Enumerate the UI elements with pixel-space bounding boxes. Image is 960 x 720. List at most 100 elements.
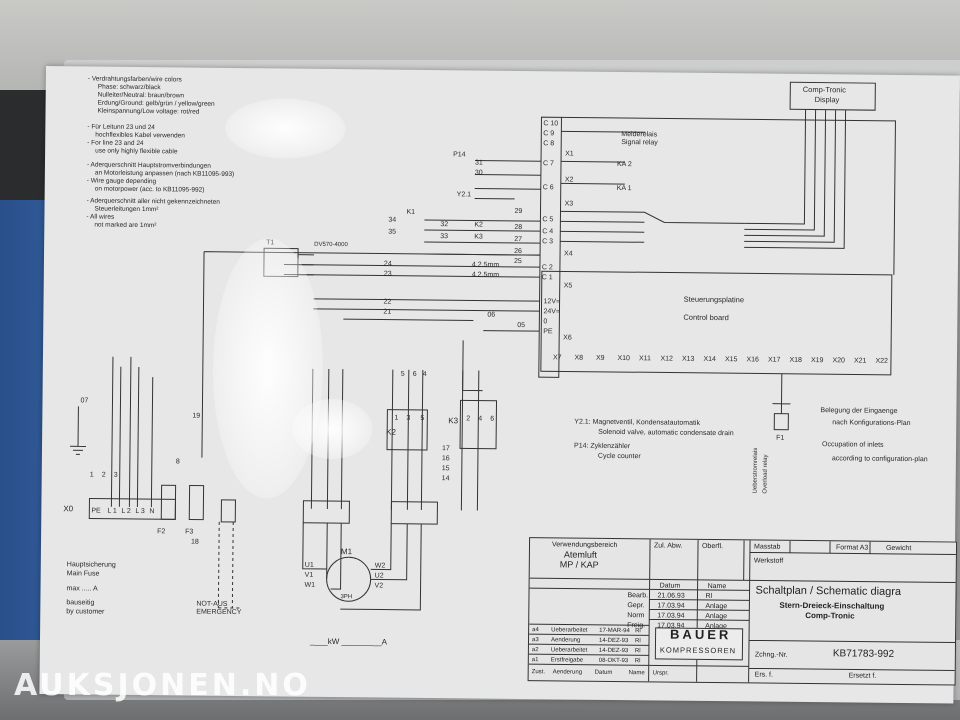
tb-rev-name: Rl	[634, 648, 641, 655]
tb-row-name: Anlage	[705, 602, 728, 611]
tb-row-label: Norm	[627, 612, 645, 620]
tb-subtitle: Stern-Dreieck-Einschaltung	[779, 600, 885, 611]
x0-terminal: L 2	[121, 507, 131, 515]
relay-label: Signal relay	[621, 139, 658, 147]
tb-gewicht: Gewicht	[885, 544, 912, 553]
tb-rev-name: Rl	[634, 658, 641, 665]
x0-terminal: N	[149, 508, 155, 516]
tb-use-value: Atemluft	[563, 549, 597, 560]
tb-name: Name	[707, 582, 727, 591]
tb-row-date: 21.06.93	[657, 592, 685, 600]
terminal-label: PE	[543, 328, 553, 336]
board-connector: X21	[853, 357, 867, 365]
motor-label: M1	[340, 547, 353, 557]
tb-row-date: 17.03.94	[657, 602, 685, 610]
wire-number: 34	[388, 216, 397, 224]
tb-rev-index: a1	[531, 657, 539, 664]
motor-mark: 3PH	[340, 594, 353, 601]
gauge-label: 4 2.5mm	[471, 271, 500, 279]
wiring-diagram	[70, 109, 896, 611]
terminal-label: C 5	[542, 216, 554, 224]
display-box: Comp-Tronic Display	[789, 81, 876, 111]
brand-bottom: KOMPRESSOREN	[659, 645, 737, 656]
x-label: X1	[565, 150, 574, 158]
power-wire-number: 5	[420, 414, 425, 422]
legend-text: Y2.1: Magnetventil, Kondensatautomatik	[574, 418, 701, 427]
x0-label: X0	[63, 504, 74, 514]
terminal-label: C 10	[543, 120, 559, 128]
tb-rev-footer: Aenderung	[552, 669, 583, 676]
board-connector: X10	[617, 355, 630, 363]
tb-rev-text: Erstfreigabe	[550, 657, 584, 664]
power-wire-number: 6	[490, 415, 495, 423]
legend-text: Occupation of inlets	[822, 441, 884, 449]
power-wire-number: 4	[422, 370, 427, 379]
terminal-label: C 8	[543, 140, 555, 148]
x-label: X4	[564, 250, 573, 258]
wire-number: 22	[383, 298, 392, 306]
board-connector: X12	[660, 355, 673, 363]
power-wire-number: 16	[441, 455, 450, 463]
schematic-sheet: - Verdrahtungsfarben/wire colors Phase: …	[39, 66, 960, 704]
wire-number: 21	[383, 308, 392, 316]
terminal-label: C 4	[542, 228, 554, 236]
k2-label: K2	[386, 427, 397, 437]
tb-rev-text: Aenderung	[550, 637, 581, 644]
tb-row-label: Bearb.	[627, 592, 649, 600]
board-connector: X17	[767, 356, 781, 364]
wire-number: 35	[388, 228, 397, 236]
board-title-en: Control board	[683, 312, 729, 323]
tb-rev-index: a3	[531, 637, 539, 644]
tb-format: Format A3	[835, 544, 869, 552]
terminal-label: C 3	[542, 238, 554, 246]
board-connector: X16	[746, 356, 759, 364]
tb-title: Schaltplan / Schematic diagra	[755, 584, 902, 598]
power-wire-number: 3	[406, 414, 411, 422]
terminal-label: C 2	[541, 264, 553, 272]
tb-rev-footer: Zust.	[531, 669, 546, 676]
kw-field: ____kW _________A	[309, 636, 387, 647]
wire-number: 06	[487, 311, 496, 319]
bauer-logo: BAUER KOMPRESSOREN	[654, 626, 744, 661]
k-label: K1	[406, 208, 416, 216]
fuse-label: F2	[157, 528, 166, 536]
display-label: Comp-Tronic	[802, 84, 846, 95]
display-label: Display	[814, 95, 840, 105]
note-line: on motorpower (acc. to KB11095-992)	[94, 185, 205, 194]
terminal-label: C 7	[542, 160, 554, 168]
x-label: X6	[563, 334, 572, 342]
tb-rev-date: 08-OKT-93	[598, 657, 629, 665]
tb-rev-index: a2	[531, 647, 539, 654]
wire-number: 32	[440, 221, 449, 229]
tb-row-label: Gepr.	[627, 602, 645, 610]
tb-rev-text: Ueberarbeitet	[551, 627, 588, 634]
tb-ers: Ers. f.	[754, 671, 773, 679]
tb-werkstoff: Werkstoff	[753, 557, 784, 565]
legend-text: according to configuration-plan	[831, 455, 928, 464]
note-line: use only highly flexible cable	[95, 147, 178, 156]
t1-rating: DV570-4000	[314, 241, 348, 249]
fuse-label: F3	[185, 528, 194, 536]
legend-text: Ueberstromrelais	[752, 447, 760, 494]
k3-label: K3	[448, 416, 459, 426]
board-connector: X14	[703, 355, 716, 364]
power-wire-number: 1	[394, 414, 399, 422]
motor-terminal: U2	[374, 572, 384, 580]
terminal-label: 12V=	[543, 298, 561, 306]
power-wire-number: 17	[441, 445, 450, 453]
power-wire-number: 14	[441, 475, 450, 483]
ka-label: KA 1	[616, 184, 632, 193]
tb-rev-date: 14-DEZ-93	[598, 637, 629, 645]
x0-terminal: L 1	[107, 507, 117, 515]
board-connector: X18	[789, 356, 802, 364]
wire-number: 31	[474, 159, 483, 167]
tb-rev-name: Rl	[635, 628, 641, 635]
wire-number: 27	[514, 235, 523, 243]
power-wire-number: 15	[441, 465, 450, 473]
tb-zchng: Zchng.-Nr.	[754, 651, 788, 659]
t1-label: T1	[266, 239, 275, 247]
board-title: Steuerungsplatine	[683, 294, 745, 305]
terminal-label: C 1	[541, 274, 553, 282]
brand-top: BAUER	[670, 626, 732, 643]
power-wire-number: 4	[478, 415, 483, 423]
